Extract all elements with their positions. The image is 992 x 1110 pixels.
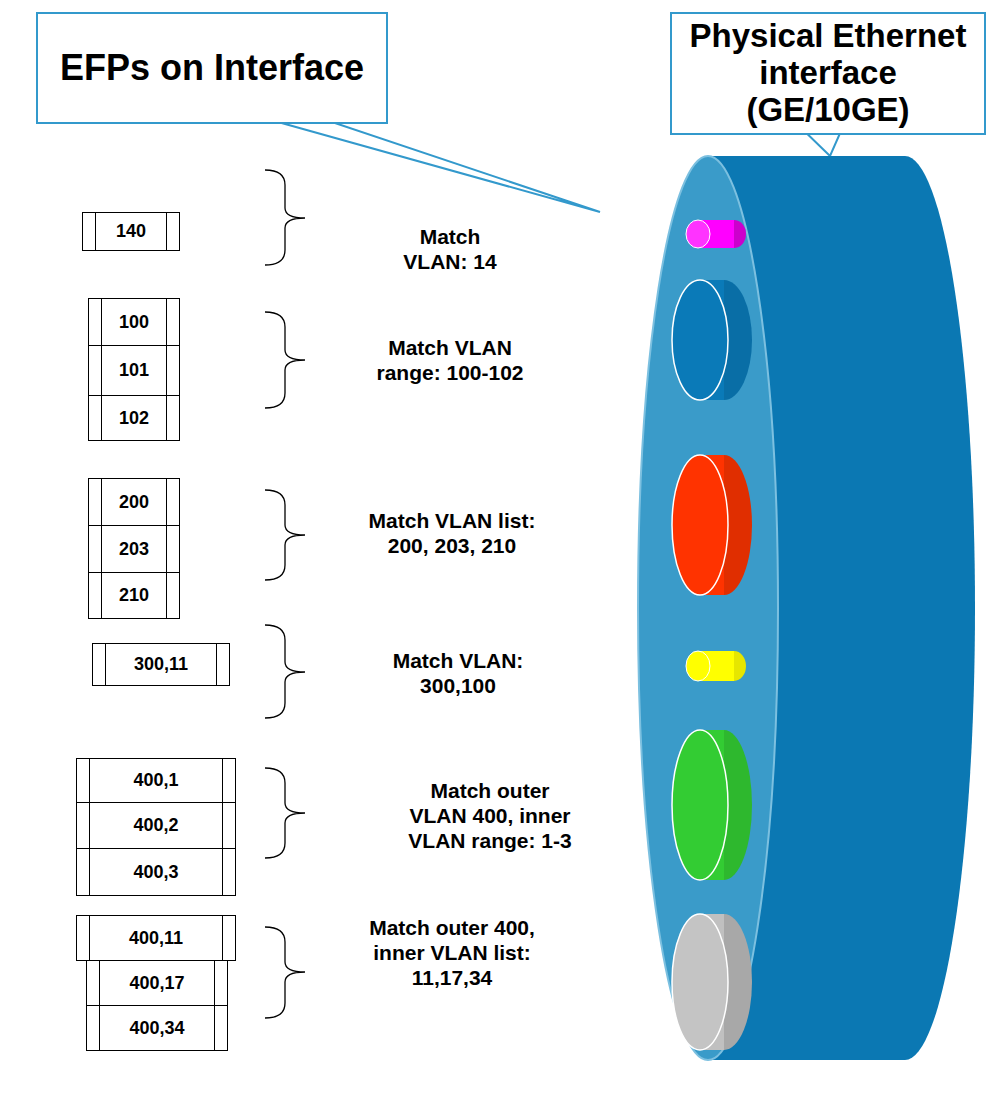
vlan-tag: 400,11 <box>129 928 183 949</box>
vlan-tag-box: 140 <box>82 212 180 251</box>
vlan-tag-box: 200 <box>88 478 180 526</box>
vlan-tag-box: 101 <box>88 345 180 396</box>
vlan-tag: 400,2 <box>133 815 178 836</box>
match-rule-label: Match VLAN: 14 <box>390 224 510 274</box>
vlan-tag: 400,1 <box>133 770 178 791</box>
curly-bracket <box>265 170 305 1018</box>
vlan-tag: 140 <box>116 221 146 242</box>
efp-tunnel <box>686 651 746 681</box>
vlan-tag: 210 <box>119 585 149 606</box>
callout-box: Physical Ethernet interface (GE/10GE) <box>670 12 986 135</box>
efp-tunnel <box>686 220 746 248</box>
vlan-tag-box: 400,34 <box>86 1005 228 1051</box>
efp-tunnel <box>672 280 752 400</box>
cylinder-face <box>638 156 778 1060</box>
match-rule-label: Match outer VLAN 400, inner VLAN range: … <box>400 778 580 854</box>
vlan-tag: 400,3 <box>133 862 178 883</box>
vlan-tag: 200 <box>119 492 149 513</box>
callout-pointer <box>278 122 600 212</box>
match-rule-label: Match VLAN list: 200, 203, 210 <box>357 508 547 558</box>
callout-box: EFPs on Interface <box>36 12 388 124</box>
vlan-tag: 400,34 <box>129 1018 184 1039</box>
vlan-tag-box: 400,11 <box>76 915 236 961</box>
vlan-tag-box: 400,3 <box>76 848 236 896</box>
vlan-tag: 203 <box>119 539 149 560</box>
vlan-tag-box: 400,17 <box>86 960 228 1006</box>
callout-text: EFPs on Interface <box>60 48 364 88</box>
vlan-tag-box: 300,11 <box>92 643 230 686</box>
vlan-tag: 102 <box>119 408 149 429</box>
efp-tunnel <box>672 730 752 880</box>
vlan-tag: 300,11 <box>134 654 188 675</box>
vlan-tag-box: 203 <box>88 525 180 573</box>
vlan-tag-box: 210 <box>88 572 180 619</box>
vlan-tag-box: 400,2 <box>76 802 236 849</box>
vlan-tag-box: 102 <box>88 395 180 441</box>
vlan-tag: 400,17 <box>129 973 184 994</box>
vlan-tag-box: 100 <box>88 298 180 346</box>
efp-tunnel <box>672 455 752 595</box>
efp-tunnel <box>672 914 752 1050</box>
vlan-tag: 101 <box>119 360 149 381</box>
callout-text: Physical Ethernet interface (GE/10GE) <box>680 18 976 129</box>
match-rule-label: Match VLAN: 300,100 <box>373 648 543 698</box>
match-rule-label: Match VLAN range: 100-102 <box>365 335 535 385</box>
vlan-tag-box: 400,1 <box>76 758 236 803</box>
match-rule-label: Match outer 400, inner VLAN list: 11,17,… <box>362 915 542 991</box>
vlan-tag: 100 <box>119 312 149 333</box>
